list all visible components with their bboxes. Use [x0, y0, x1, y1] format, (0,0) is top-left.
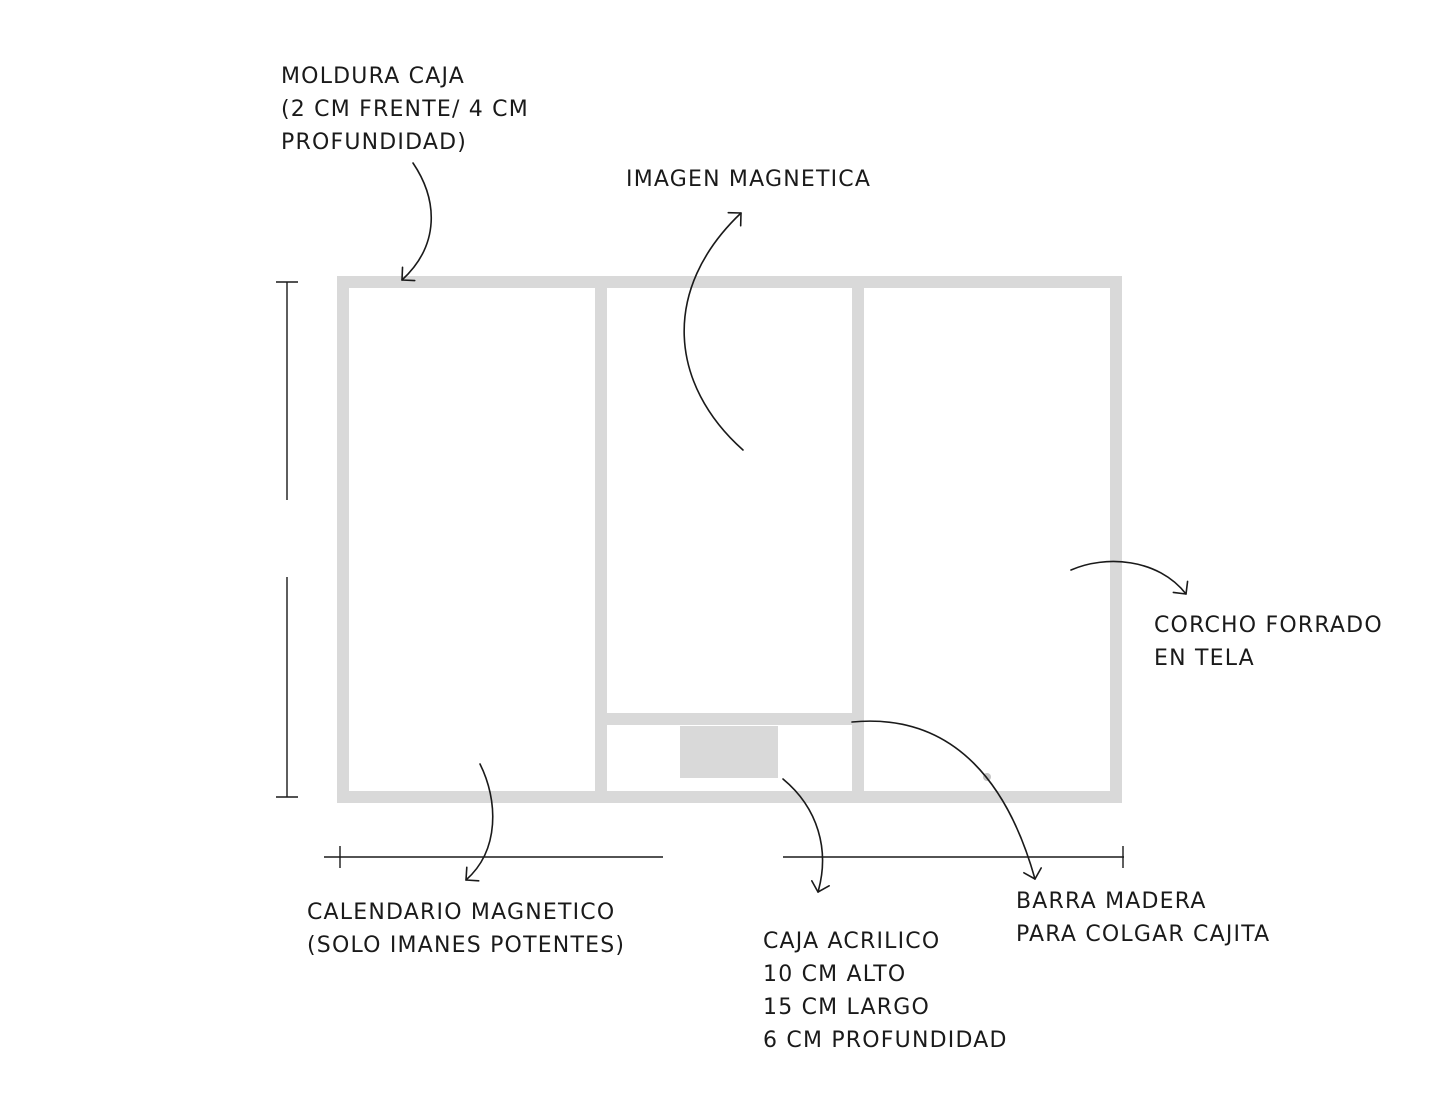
frame-molding-label-line2: (2 CM FRENTE/ 4 CM — [281, 97, 529, 122]
magnetic-image-label: IMAGEN MAGNETICA — [626, 163, 871, 196]
wooden-bar-label-line2: PARA COLGAR CAJITA — [1016, 922, 1271, 947]
acrylic-box-label: CAJA ACRILICO 10 CM ALTO 15 CM LARGO 6 C… — [763, 925, 1008, 1057]
wooden-bar-label-line1: BARRA MADERA — [1016, 889, 1207, 914]
outer-frame — [337, 276, 1122, 803]
caja-arrow — [782, 778, 830, 893]
acrylic-box-label-line3: 15 CM LARGO — [763, 995, 930, 1020]
imagen-arrow — [683, 211, 744, 451]
cork-board-label-line1: CORCHO FORRADO — [1154, 613, 1383, 638]
cork-board-label: CORCHO FORRADO EN TELA — [1154, 609, 1383, 675]
frame-molding-label: MOLDURA CAJA (2 CM FRENTE/ 4 CM PROFUNDI… — [281, 60, 529, 159]
acrylic-box — [680, 726, 778, 778]
corcho-arrow — [1070, 560, 1189, 595]
calendario-arrow — [465, 763, 494, 882]
magnetic-image-label-line1: IMAGEN MAGNETICA — [626, 167, 872, 192]
moldura-arrow — [401, 162, 432, 282]
magnetic-calendar-label-line2: (SOLO IMANES POTENTES) — [307, 933, 626, 958]
acrylic-box-label-line1: CAJA ACRILICO — [763, 929, 941, 954]
board-frame — [337, 276, 1122, 803]
dimension-lines — [276, 281, 1124, 868]
frame-molding-label-line1: MOLDURA CAJA — [281, 64, 465, 89]
acrylic-box-label-line2: 10 CM ALTO — [763, 962, 907, 987]
acrylic-box-label-line4: 6 CM PROFUNDIDAD — [763, 1028, 1008, 1053]
magnetic-calendar-label-line1: CALENDARIO MAGNETICO — [307, 900, 616, 925]
frame-molding-label-line3: PROFUNDIDAD) — [281, 130, 468, 155]
cork-board-label-line2: EN TELA — [1154, 646, 1255, 671]
wooden-bar-label: BARRA MADERA PARA COLGAR CAJITA — [1016, 885, 1270, 951]
magnetic-calendar-label: CALENDARIO MAGNETICO (SOLO IMANES POTENT… — [307, 896, 625, 962]
barra-arrow — [851, 720, 1043, 880]
